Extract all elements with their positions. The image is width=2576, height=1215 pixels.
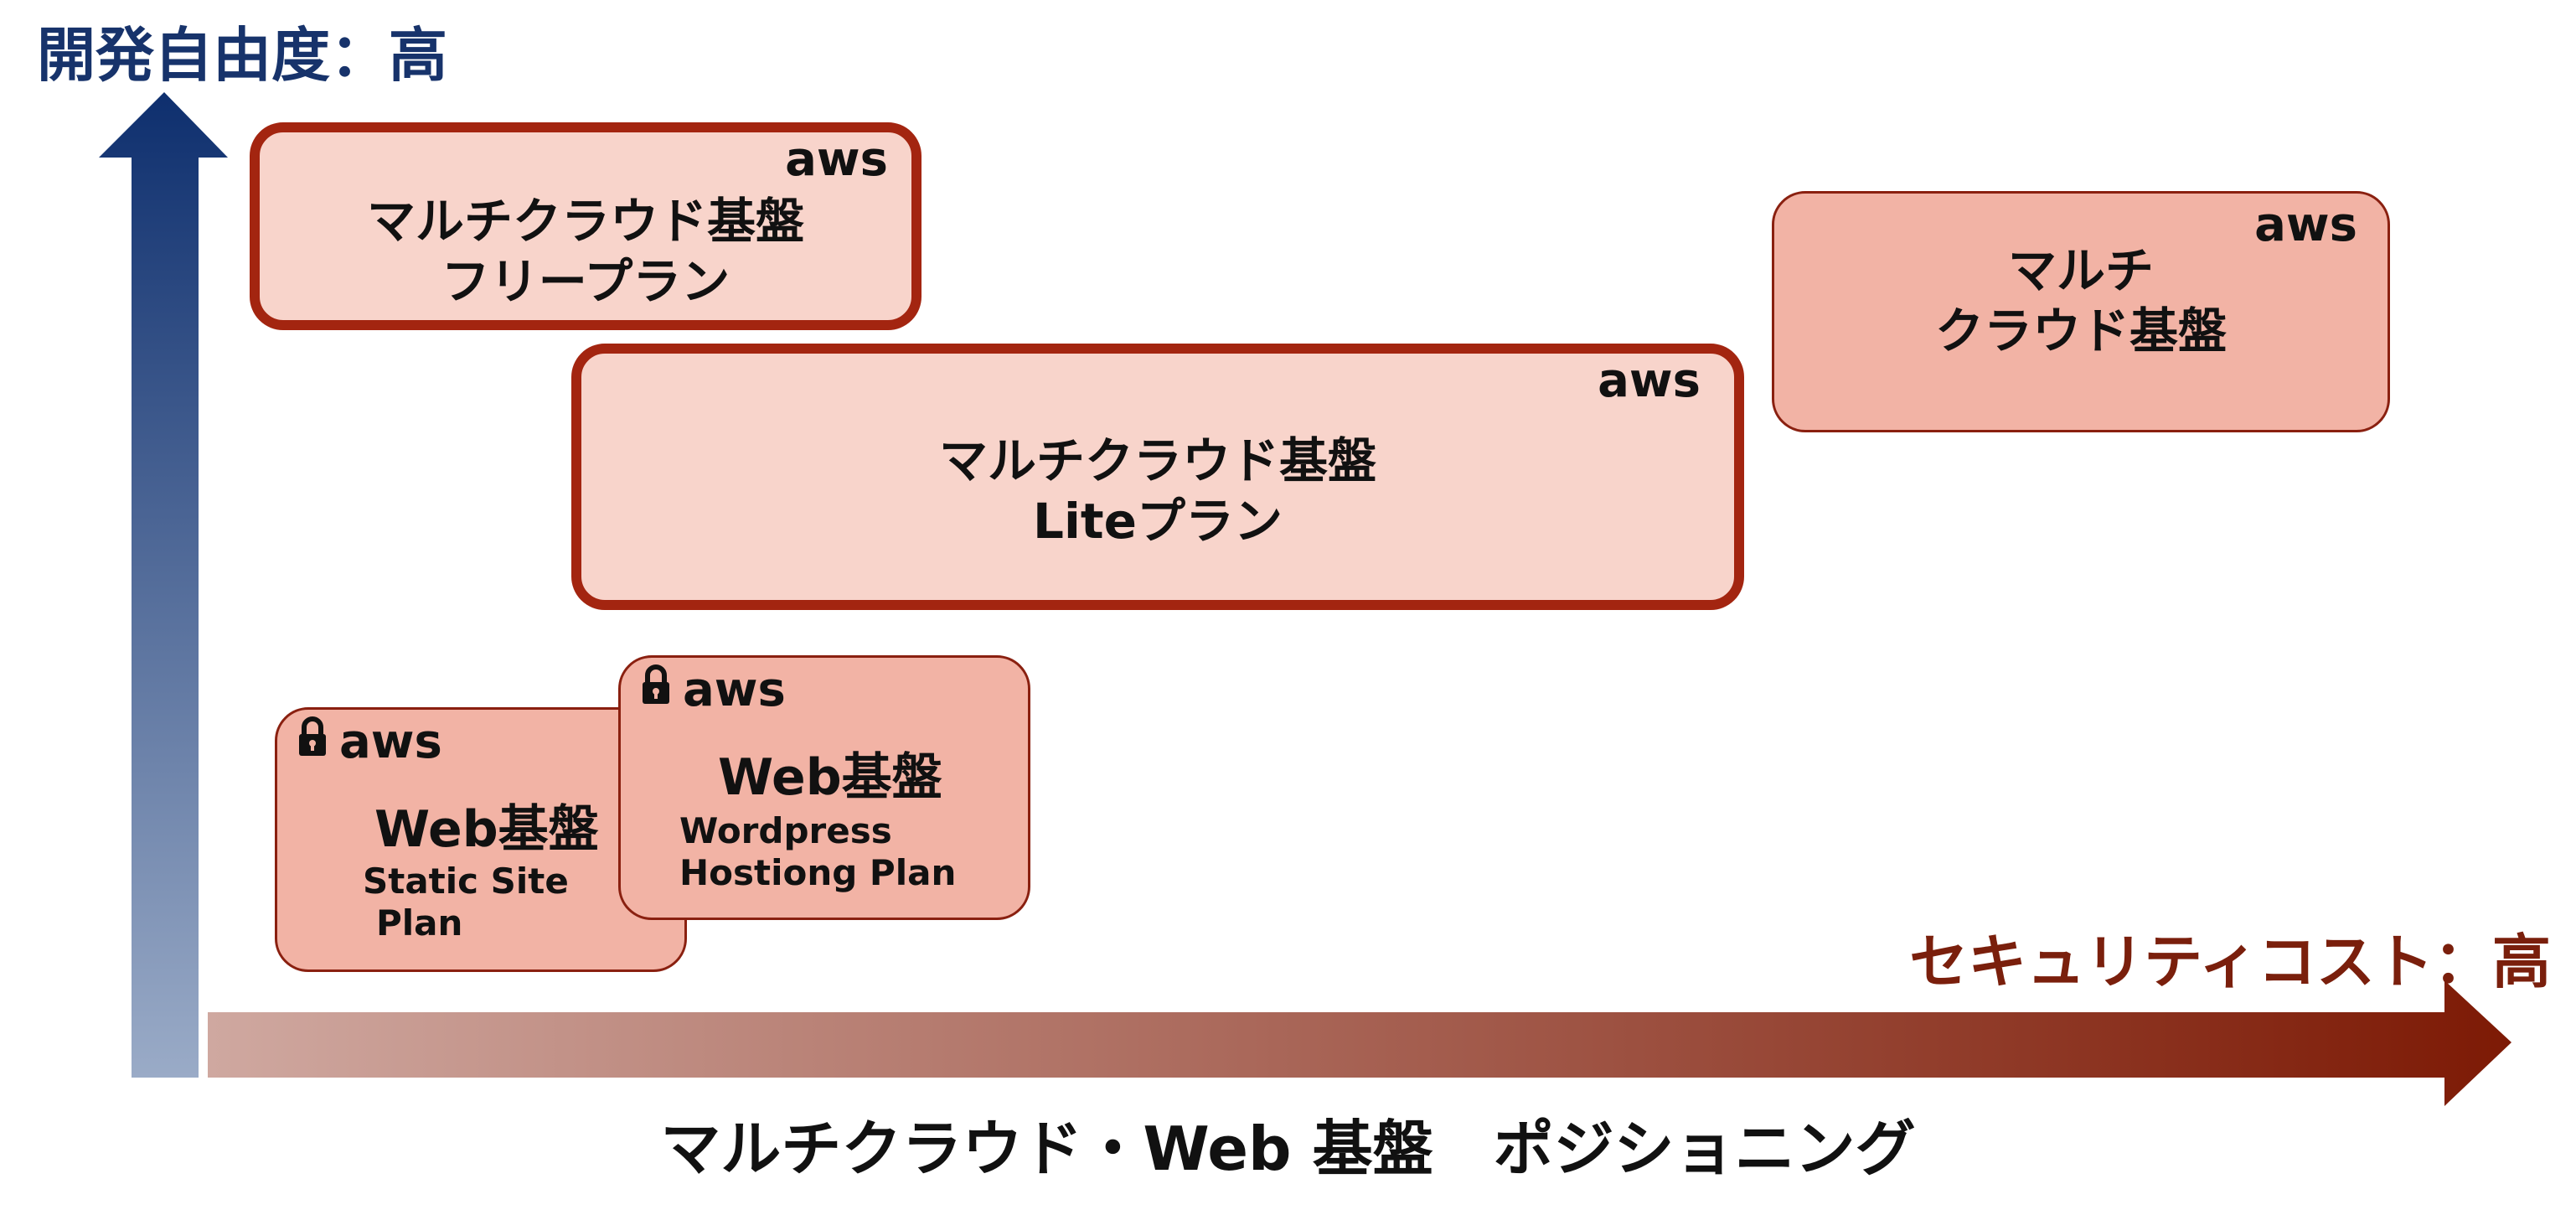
web-wordpress-box: aws Web基盤 Wordpress Hostiong Plan [618,655,1030,920]
x-axis-arrow [208,980,2511,1106]
aws-label: aws [2254,198,2357,252]
web-static-sub2: Plan [376,902,463,944]
free-plan-line2: フリープラン [441,253,730,310]
web-wordpress-sub2: Hostiong Plan [679,852,957,893]
multi-cloud-line2: クラウド基盤 [1934,302,2227,359]
multi-cloud-box: aws マルチ クラウド基盤 [1772,191,2390,432]
free-plan-box: aws マルチクラウド基盤 フリープラン [250,122,921,330]
web-wordpress-title: Web基盤 [718,748,942,807]
web-static-box: aws Web基盤 Static Site Plan [275,707,687,972]
lite-plan-line2: Liteプラン [1033,493,1283,550]
diagram-caption: マルチクラウド・Web 基盤 ポジショニング [660,1114,1916,1184]
lite-plan-title: マルチクラウド基盤 Liteプラン [581,431,1734,551]
web-static-subtitle: Static Site Plan [363,861,569,944]
y-axis-label: 開発自由度：高 [37,21,447,90]
aws-label: aws [1598,354,1701,408]
y-axis-arrow [99,92,228,1078]
aws-text: aws [683,663,786,717]
web-wordpress-sub1: Wordpress [679,810,892,851]
free-plan-line1: マルチクラウド基盤 [366,193,804,250]
web-static-title: Web基盤 [374,800,599,859]
multi-cloud-line1: マルチ [2007,242,2154,299]
free-plan-title: マルチクラウド基盤 フリープラン [260,191,911,312]
lock-icon [641,663,671,717]
lite-plan-box: aws マルチクラウド基盤 Liteプラン [571,344,1744,610]
aws-text: aws [339,715,442,769]
aws-label: aws [641,663,786,717]
aws-label: aws [785,132,888,187]
web-static-sub1: Static Site [363,861,569,902]
aws-label: aws [297,715,442,769]
multi-cloud-title: マルチ クラウド基盤 [1774,240,2388,361]
lite-plan-line1: マルチクラウド基盤 [938,432,1376,489]
web-wordpress-subtitle: Wordpress Hostiong Plan [679,810,956,894]
lock-icon [297,715,328,769]
x-axis-label: セキュリティコスト：高 [1909,928,2551,996]
